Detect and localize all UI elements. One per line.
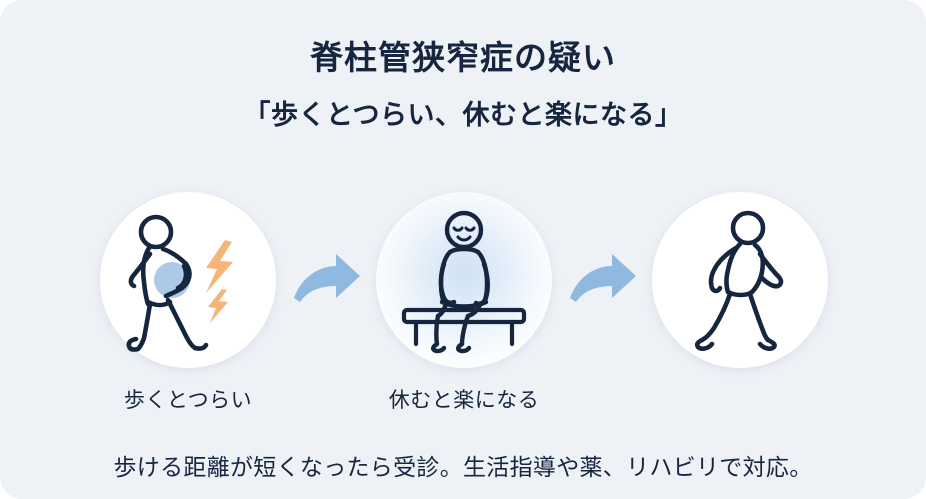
page-title: 脊柱管狭窄症の疑い	[310, 39, 616, 76]
curved-arrow-right-icon	[570, 254, 636, 302]
pain-lightning-large-icon	[206, 240, 233, 293]
pain-lightning-small-icon	[208, 289, 228, 323]
footer-advice-text: 歩ける距離が短くなったら受診。生活指導や薬、リハビリで対応。	[113, 454, 813, 480]
step-2-caption: 休むと楽になる	[388, 389, 540, 412]
step-2-illustration-circle	[376, 192, 552, 368]
step-3-illustration-circle	[652, 192, 828, 368]
walking-person-icon	[694, 210, 784, 351]
step-1-caption: 歩くとつらい	[123, 389, 253, 412]
bench-icon	[401, 307, 527, 347]
walking-person-with-back-pain-icon	[126, 214, 233, 352]
curved-arrow-right-icon	[294, 254, 360, 302]
page-subtitle: 「歩くとつらい、休むと楽になる」	[243, 100, 683, 130]
step-1-illustration-circle	[100, 192, 276, 368]
person-sitting-on-bench-relaxed-icon	[401, 210, 527, 354]
arrow-step1-to-step2	[292, 248, 362, 310]
arrow-step2-to-step3	[568, 248, 638, 310]
